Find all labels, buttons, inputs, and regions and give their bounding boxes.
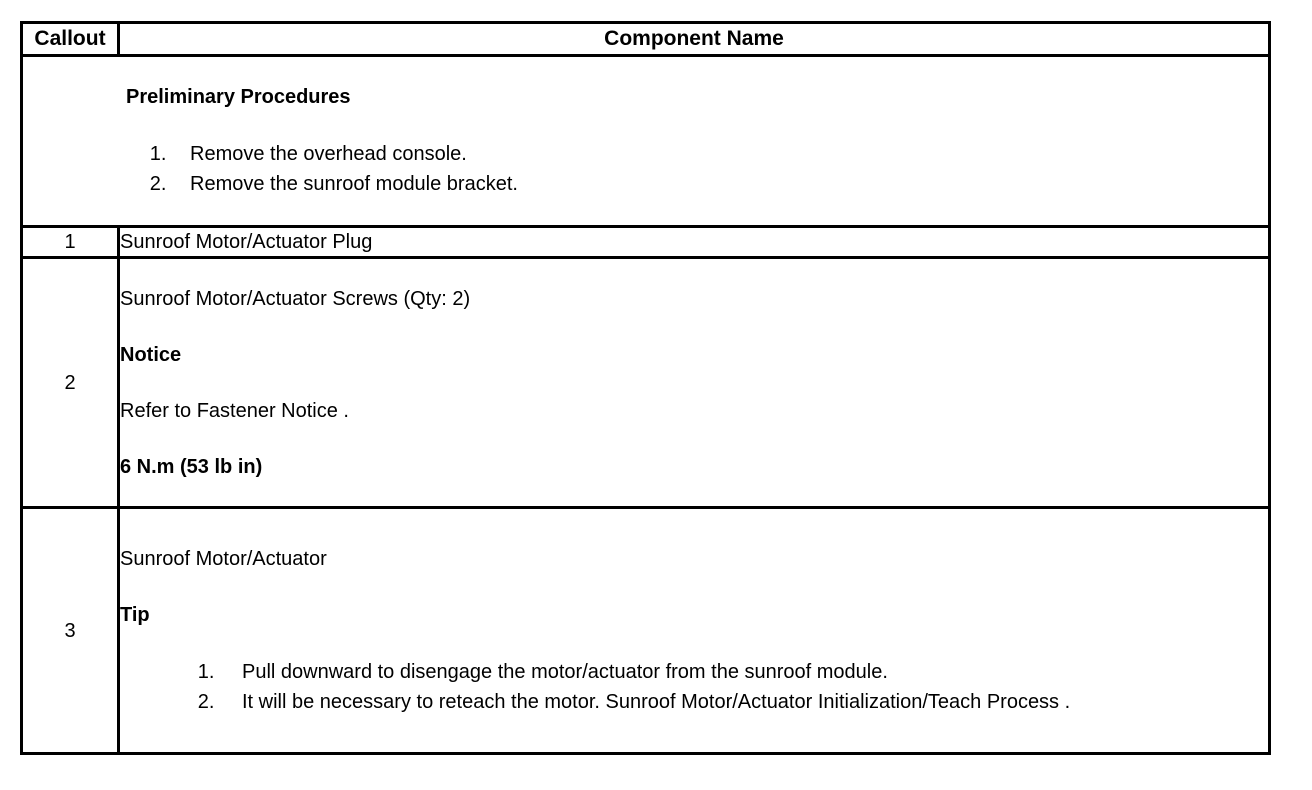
table-row-preliminary: Preliminary Procedures Remove the overhe… <box>20 54 1271 228</box>
component-name-text: Sunroof Motor/Actuator Plug <box>120 231 373 253</box>
callout-number: 1 <box>20 225 120 259</box>
spacer <box>120 425 1268 453</box>
preliminary-procedures-cell: Preliminary Procedures Remove the overhe… <box>20 54 1271 228</box>
preliminary-procedures-list: Remove the overhead console. Remove the … <box>126 139 1268 199</box>
component-cell: Sunroof Motor/Actuator Tip Pull downward… <box>117 506 1271 755</box>
list-item: It will be necessary to reteach the moto… <box>220 687 1268 717</box>
table-row: 1 Sunroof Motor/Actuator Plug <box>20 225 1271 259</box>
table-row: 3 Sunroof Motor/Actuator Tip Pull downwa… <box>20 506 1271 755</box>
list-item: Remove the overhead console. <box>172 139 1268 169</box>
list-item: Remove the sunroof module bracket. <box>172 169 1268 199</box>
component-name-text: Sunroof Motor/Actuator Screws (Qty: 2) <box>120 287 471 310</box>
column-header-component-name: Component Name <box>117 21 1271 57</box>
component-cell: Sunroof Motor/Actuator Plug <box>117 225 1271 259</box>
spacer <box>120 313 1268 341</box>
notice-heading: Notice <box>120 343 182 366</box>
column-header-callout: Callout <box>20 21 120 57</box>
tip-steps-list: Pull downward to disengage the motor/act… <box>120 657 1268 717</box>
callout-number: 3 <box>20 506 120 755</box>
tip-heading: Tip <box>120 603 150 626</box>
component-name-text: Sunroof Motor/Actuator <box>120 547 327 570</box>
component-callout-table: Callout Component Name Preliminary Proce… <box>20 21 1271 755</box>
spacer <box>120 629 1268 657</box>
component-cell: Sunroof Motor/Actuator Screws (Qty: 2) N… <box>117 256 1271 509</box>
list-item: Pull downward to disengage the motor/act… <box>220 657 1268 687</box>
spacer <box>120 369 1268 397</box>
torque-spec: 6 N.m (53 lb in) <box>120 455 263 478</box>
spacer <box>126 111 1268 139</box>
callout-number: 2 <box>20 256 120 509</box>
notice-text: Refer to Fastener Notice . <box>120 399 349 422</box>
preliminary-procedures-title: Preliminary Procedures <box>126 86 351 108</box>
table-row: 2 Sunroof Motor/Actuator Screws (Qty: 2)… <box>20 256 1271 509</box>
table-header-row: Callout Component Name <box>20 21 1271 57</box>
spacer <box>120 573 1268 601</box>
